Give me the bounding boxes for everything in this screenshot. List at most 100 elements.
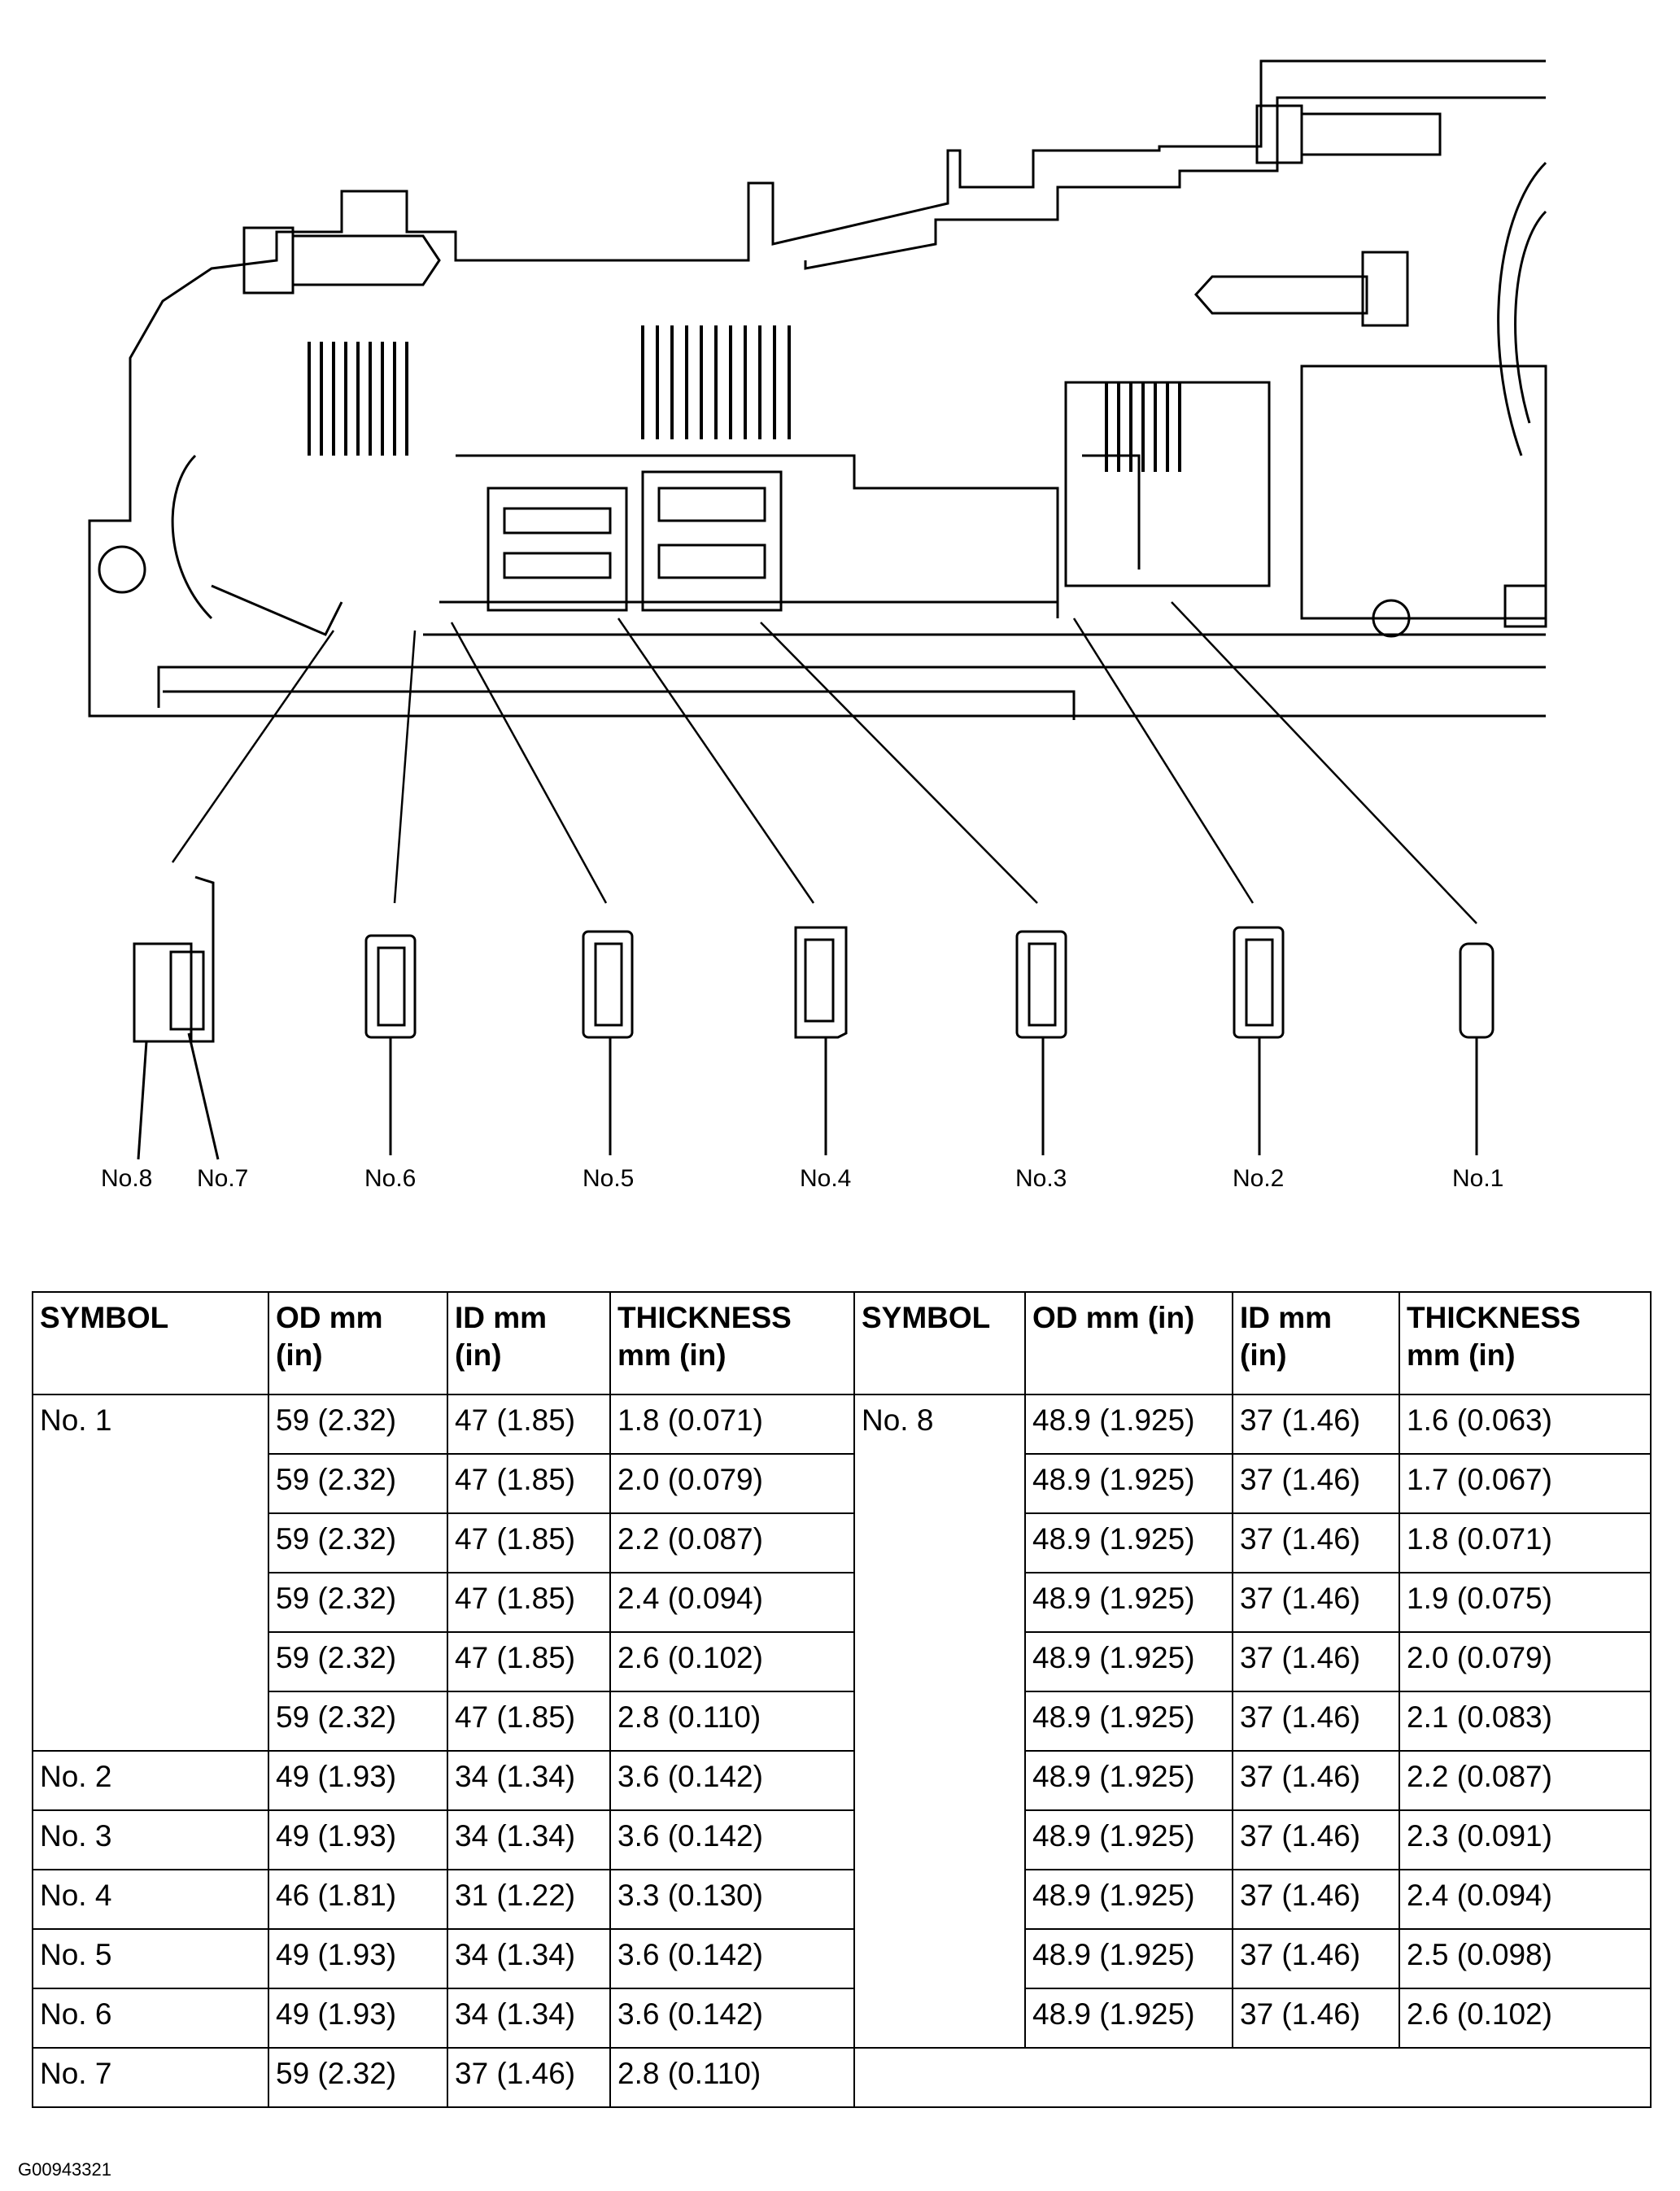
od-cell: 49 (1.93) [268, 1988, 448, 2049]
callout-no3: No.3 [1015, 1165, 1067, 1192]
callout-no6: No.6 [364, 1165, 416, 1192]
od-cell: 59 (2.32) [268, 1453, 448, 1514]
callout-no1: No.1 [1452, 1165, 1503, 1192]
id-cell: 31 (1.22) [447, 1869, 611, 1930]
thickness-cell: 1.7 (0.067) [1399, 1453, 1652, 1514]
figure-id: G00943321 [18, 2159, 111, 2180]
callout-labels: No.8 No.7 No.6 No.5 No.4 No.3 No.2 No.1 [101, 1165, 1503, 1192]
symbol-cell: No. 8 [853, 1394, 1026, 2049]
thickness-cell: 2.0 (0.079) [609, 1453, 855, 1514]
od-cell: 48.9 (1.925) [1024, 1869, 1233, 1930]
od-cell: 59 (2.32) [268, 1631, 448, 1692]
id-cell: 34 (1.34) [447, 1750, 611, 1811]
thickness-cell: 1.8 (0.071) [609, 1394, 855, 1455]
id-cell: 47 (1.85) [447, 1512, 611, 1573]
id-cell: 37 (1.46) [1232, 1750, 1400, 1811]
thickness-cell: 2.4 (0.094) [1399, 1869, 1652, 1930]
header-id-left: ID mm(in) [447, 1291, 611, 1395]
thickness-cell: 1.6 (0.063) [1399, 1394, 1652, 1455]
thickness-cell: 2.8 (0.110) [609, 2047, 855, 2108]
thickness-cell: 2.0 (0.079) [1399, 1631, 1652, 1692]
part-no2-icon [1233, 926, 1285, 1155]
part-no3-icon [1015, 930, 1067, 1155]
id-cell: 37 (1.46) [447, 2047, 611, 2108]
symbol-cell: No. 5 [32, 1928, 269, 1989]
id-cell: 37 (1.46) [1232, 1928, 1400, 1989]
thickness-cell: 2.2 (0.087) [1399, 1750, 1652, 1811]
thickness-cell: 1.8 (0.071) [1399, 1512, 1652, 1573]
id-cell: 34 (1.34) [447, 1928, 611, 1989]
id-cell: 37 (1.46) [1232, 1572, 1400, 1633]
part-no5-icon [582, 930, 634, 1155]
id-cell: 37 (1.46) [1232, 1512, 1400, 1573]
table-row: 59 (2.32)47 (1.85)2.2 (0.087)48.9 (1.925… [33, 1512, 1652, 1573]
id-cell: 37 (1.46) [1232, 1988, 1400, 2049]
symbol-cell: No. 2 [32, 1750, 269, 1811]
symbol-cell: No. 6 [32, 1988, 269, 2049]
part-no1-icon [1459, 942, 1495, 1155]
thickness-cell: 2.5 (0.098) [1399, 1928, 1652, 1989]
id-cell: 34 (1.34) [447, 1988, 611, 2049]
thickness-cell: 2.6 (0.102) [1399, 1988, 1652, 2049]
od-cell: 46 (1.81) [268, 1869, 448, 1930]
callout-no2: No.2 [1233, 1165, 1284, 1192]
od-cell: 48.9 (1.925) [1024, 1394, 1233, 1455]
od-cell: 48.9 (1.925) [1024, 1988, 1233, 2049]
symbol-cell: No. 3 [32, 1809, 269, 1870]
od-cell: 59 (2.32) [268, 1512, 448, 1573]
table-row: 59 (2.32)47 (1.85)2.4 (0.094)48.9 (1.925… [33, 1572, 1652, 1633]
callout-no7: No.7 [197, 1165, 248, 1192]
table-row: 59 (2.32)47 (1.85)2.6 (0.102)48.9 (1.925… [33, 1631, 1652, 1692]
od-cell: 59 (2.32) [268, 1691, 448, 1752]
id-cell: 37 (1.46) [1232, 1631, 1400, 1692]
id-cell: 34 (1.34) [447, 1809, 611, 1870]
part-no8-no7-icon [133, 875, 220, 1160]
thickness-cell: 3.6 (0.142) [609, 1988, 855, 2049]
od-cell: 48.9 (1.925) [1024, 1809, 1233, 1870]
od-cell: 59 (2.32) [268, 2047, 448, 2108]
od-cell: 48.9 (1.925) [1024, 1631, 1233, 1692]
thickness-cell: 1.9 (0.075) [1399, 1572, 1652, 1633]
callout-no5: No.5 [583, 1165, 634, 1192]
thickness-cell: 2.1 (0.083) [1399, 1691, 1652, 1752]
thickness-cell: 3.6 (0.142) [609, 1750, 855, 1811]
symbol-cell: No. 1 [32, 1394, 269, 1752]
id-cell: 37 (1.46) [1232, 1453, 1400, 1514]
od-cell: 59 (2.32) [268, 1394, 448, 1455]
id-cell: 47 (1.85) [447, 1631, 611, 1692]
transmission-cross-section-diagram: No.8 No.7 No.6 No.5 No.4 No.3 No.2 No.1 [88, 59, 1547, 1192]
housing-outline [88, 59, 1547, 720]
header-symbol-left: SYMBOL [32, 1291, 269, 1395]
thickness-cell: 3.6 (0.142) [609, 1928, 855, 1989]
part-no4-icon [794, 926, 848, 1155]
header-od-right: OD mm (in) [1024, 1291, 1233, 1395]
id-cell: 47 (1.85) [447, 1453, 611, 1514]
id-cell: 47 (1.85) [447, 1394, 611, 1455]
od-cell: 48.9 (1.925) [1024, 1453, 1233, 1514]
thickness-cell: 2.3 (0.091) [1399, 1809, 1652, 1870]
callout-leader-lines [171, 601, 1477, 924]
od-cell: 48.9 (1.925) [1024, 1572, 1233, 1633]
callout-no4: No.4 [800, 1165, 851, 1192]
id-cell: 47 (1.85) [447, 1691, 611, 1752]
thickness-cell: 2.8 (0.110) [609, 1691, 855, 1752]
header-od-left: OD mm(in) [268, 1291, 448, 1395]
id-cell: 47 (1.85) [447, 1572, 611, 1633]
id-cell: 37 (1.46) [1232, 1691, 1400, 1752]
od-cell: 48.9 (1.925) [1024, 1512, 1233, 1573]
od-cell: 48.9 (1.925) [1024, 1928, 1233, 1989]
od-cell: 49 (1.93) [268, 1809, 448, 1870]
empty-cell [853, 2047, 1652, 2108]
part-no6-icon [364, 934, 417, 1155]
id-cell: 37 (1.46) [1232, 1394, 1400, 1455]
thickness-cell: 2.4 (0.094) [609, 1572, 855, 1633]
